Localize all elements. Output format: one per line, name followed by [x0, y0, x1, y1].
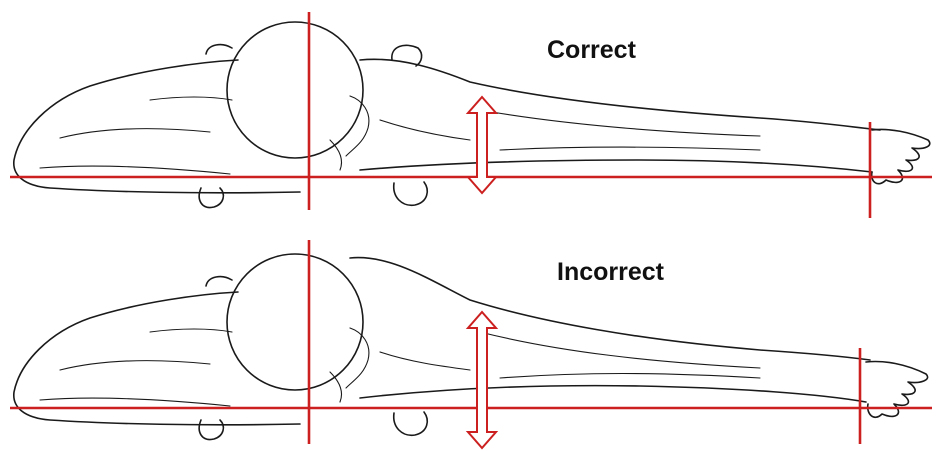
support-pad: [206, 277, 232, 286]
head-outline: [227, 254, 363, 390]
head-outline: [227, 22, 363, 158]
right-arm-muscle-line: [500, 374, 760, 379]
left-arm-muscle-line: [150, 329, 232, 332]
correct-label: Correct: [547, 36, 636, 65]
support-pad: [199, 420, 223, 440]
right-arm-lower-outline: [360, 386, 866, 402]
ear-detail: [346, 96, 369, 156]
double-arrow: [468, 97, 496, 193]
incorrect-figure: [14, 254, 928, 440]
incorrect-reference-lines: [10, 240, 932, 448]
left-arm-muscle-line: [60, 361, 210, 370]
ear-detail: [346, 328, 369, 388]
support-pad: [206, 45, 232, 54]
right-arm-muscle-line: [480, 332, 760, 368]
left-arm-muscle-line: [40, 166, 230, 174]
right-arm-muscle-line: [480, 110, 760, 136]
left-arm-muscle-line: [150, 97, 232, 100]
back-outline: [360, 59, 880, 130]
correct-reference-lines: [10, 12, 932, 218]
left-arm-outline: [14, 60, 300, 193]
left-arm-muscle-line: [60, 129, 210, 138]
double-arrow: [468, 312, 496, 448]
body-muscle-line: [380, 120, 470, 140]
right-arm-muscle-line: [500, 147, 760, 150]
left-arm-muscle-line: [40, 398, 230, 406]
support-pad: [394, 412, 427, 435]
body-muscle-line: [380, 352, 470, 370]
support-pad: [199, 188, 223, 208]
right-arm-lower-outline: [360, 160, 872, 172]
hand-outline: [872, 129, 930, 183]
incorrect-label: Incorrect: [557, 258, 664, 287]
support-pad: [394, 182, 427, 205]
left-arm-outline: [14, 292, 300, 425]
